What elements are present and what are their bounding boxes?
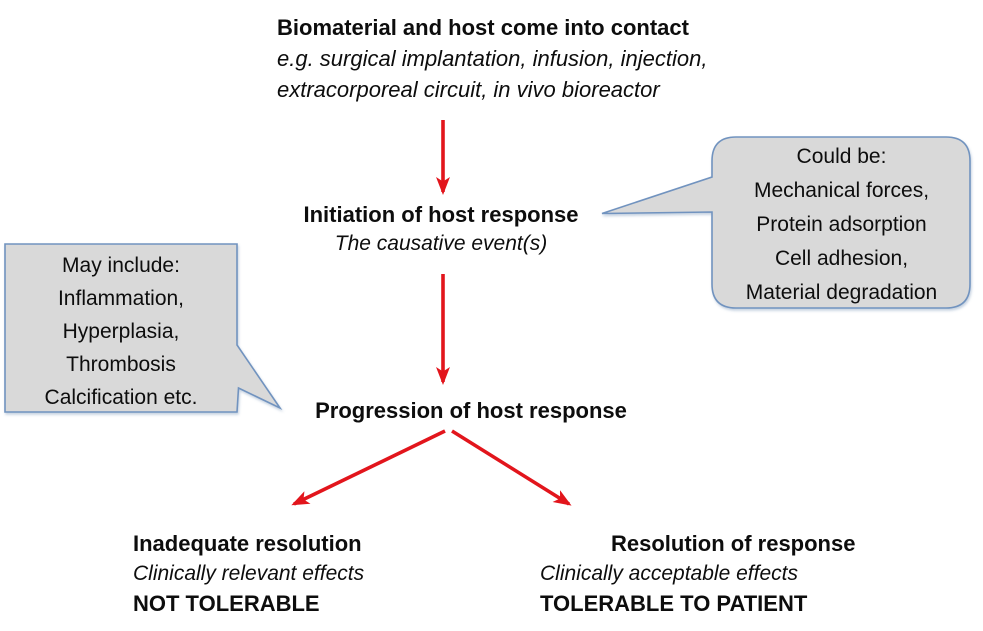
callout-left-line: Hyperplasia, xyxy=(62,320,180,343)
callout-left-line: May include: xyxy=(62,254,180,277)
callout-left-line: Calcification etc. xyxy=(44,386,198,409)
node-initiation: Initiation of host response The causativ… xyxy=(241,200,641,258)
arrow-progression-to-resolution xyxy=(451,429,572,506)
callout-right-bubble xyxy=(601,136,971,309)
arrow-progression-to-inadequate xyxy=(291,429,446,506)
outcome-resolution-sub: Clinically acceptable effects xyxy=(540,562,798,585)
callout-left-bubble xyxy=(4,243,283,413)
title-subtitle-1: e.g. surgical implantation, infusion, in… xyxy=(277,46,708,71)
node-initiation-label: Initiation of host response xyxy=(303,202,579,227)
callout-right-line: Protein adsorption xyxy=(756,213,927,236)
callout-right-line: Mechanical forces, xyxy=(753,179,930,202)
outcome-resolution-verdict: TOLERABLE TO PATIENT xyxy=(540,591,808,616)
callout-right-line: Cell adhesion, xyxy=(774,247,909,270)
title-subtitle-2: extracorporeal circuit, in vivo bioreact… xyxy=(277,77,660,102)
callout-left-line: Thrombosis xyxy=(66,353,176,376)
callout-left-text: May include: Inflammation, Hyperplasia, … xyxy=(5,249,237,414)
callout-left-line: Inflammation, xyxy=(57,287,185,310)
title-block: Biomaterial and host come into contact e… xyxy=(277,12,707,105)
outcome-inadequate-verdict: NOT TOLERABLE xyxy=(133,591,320,616)
callout-right-text: Could be: Mechanical forces, Protein ads… xyxy=(713,140,970,310)
outcome-inadequate-label: Inadequate resolution xyxy=(133,531,362,556)
title-heading: Biomaterial and host come into contact xyxy=(277,15,689,40)
outcome-resolution-block: Resolution of response Clinically accept… xyxy=(540,529,855,619)
outcome-resolution-label: Resolution of response xyxy=(611,531,856,556)
outcome-inadequate-sub: Clinically relevant effects xyxy=(133,562,365,585)
node-progression: Progression of host response xyxy=(315,398,627,423)
callout-right-line: Material degradation xyxy=(745,281,938,304)
node-initiation-sub: The causative event(s) xyxy=(334,232,548,255)
callout-right-line: Could be: xyxy=(796,145,887,168)
outcome-inadequate-block: Inadequate resolution Clinically relevan… xyxy=(133,529,364,619)
